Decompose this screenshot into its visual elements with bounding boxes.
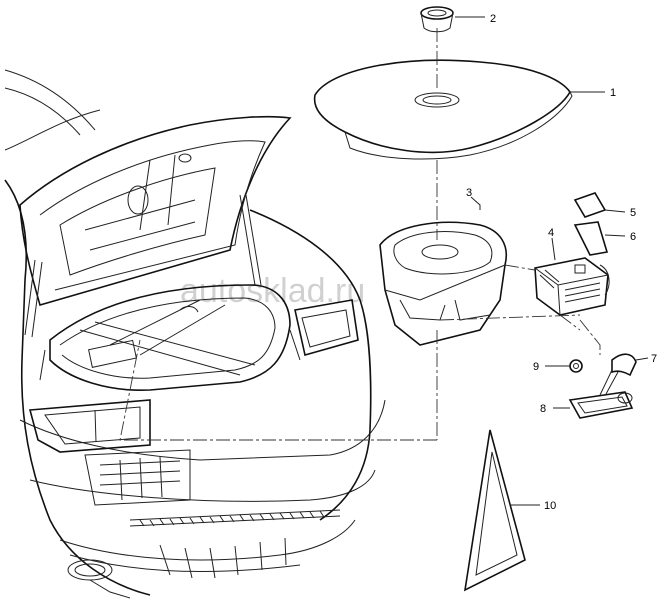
callout-2: 2 [490, 13, 496, 25]
car-rear-body [4, 69, 386, 599]
callout-6: 6 [630, 231, 636, 243]
part-4-compressor [534, 257, 610, 316]
assembly-lines [119, 28, 601, 441]
callout-9: 9 [533, 361, 539, 373]
callout-leaders [455, 16, 649, 506]
part-3-foam-tray [379, 221, 507, 346]
callout-1: 1 [610, 87, 616, 99]
part-10-warning-triangle [463, 429, 526, 592]
part-7-jack-cap [611, 353, 637, 377]
trunk-lid [19, 115, 292, 338]
part-8-jack [568, 369, 634, 419]
part-9-nut [569, 359, 583, 373]
part-5-label [573, 192, 607, 218]
callout-5: 5 [630, 207, 636, 219]
callout-7: 7 [651, 353, 657, 365]
callout-3: 3 [466, 187, 472, 199]
trunk-floor [39, 284, 301, 392]
callout-10: 10 [544, 500, 556, 512]
part-1-load-floor-cover [313, 59, 573, 160]
callout-8: 8 [540, 403, 546, 415]
callout-4: 4 [548, 227, 554, 239]
callout-numbers: 2 1 3 4 5 6 7 8 9 10 [466, 13, 657, 512]
part-6-label [573, 221, 609, 256]
